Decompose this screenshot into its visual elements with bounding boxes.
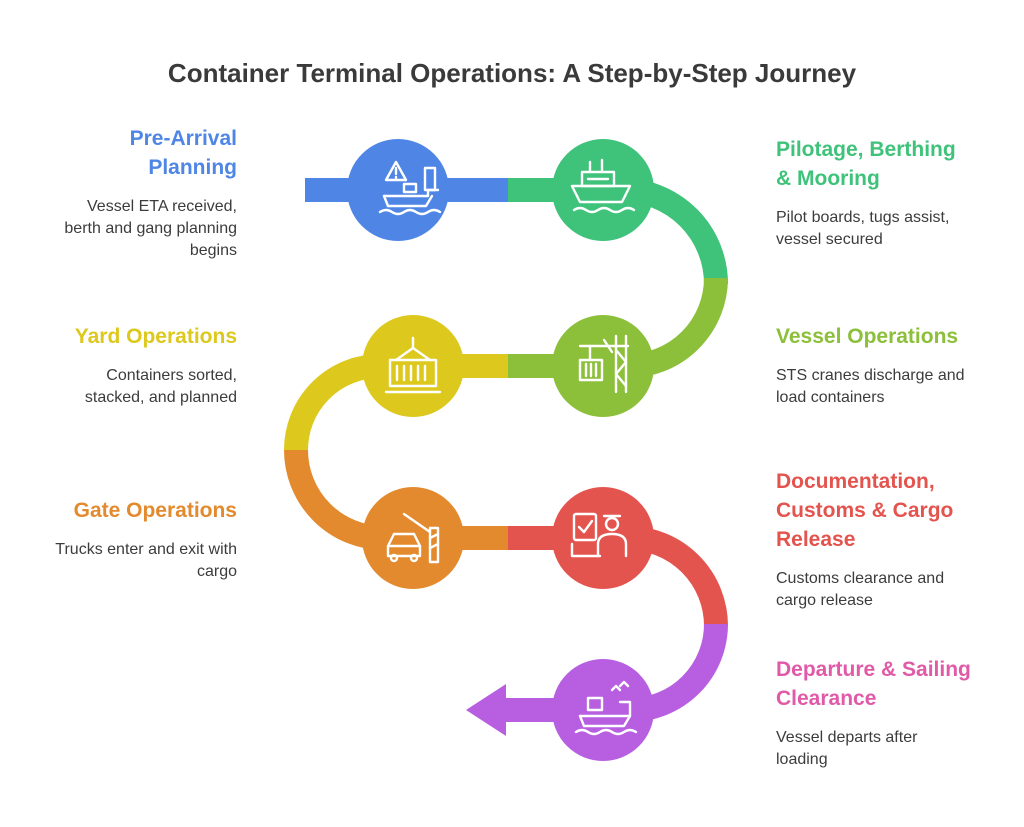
step-vessel-operations: Vessel Operations STS cranes discharge a…	[776, 322, 1016, 409]
step-documentation: Documentation, Customs & Cargo Release C…	[776, 467, 1016, 612]
step-departure: Departure & Sailing Clearance Vessel dep…	[776, 655, 1016, 771]
step-heading: Vessel Operations	[776, 325, 959, 348]
step-description: STS cranes discharge and	[776, 367, 965, 384]
crane-icon	[578, 334, 630, 394]
step-heading: Pilotage, Berthing	[776, 138, 956, 161]
step-description: Containers sorted,	[106, 367, 237, 384]
warning-ship-icon	[378, 160, 442, 216]
step-description: Vessel ETA received,	[87, 198, 237, 215]
step-heading: Release	[776, 528, 856, 551]
step-heading: Departure & Sailing	[776, 658, 971, 681]
container-icon	[384, 336, 442, 394]
step-circle-gate	[362, 487, 464, 589]
step-description: cargo release	[776, 592, 873, 609]
ship-icon	[570, 158, 636, 214]
step-circle-pilotage	[552, 139, 654, 241]
departing-ship-icon	[574, 680, 638, 736]
step-description: Customs clearance and	[776, 570, 945, 587]
step-heading: Clearance	[776, 687, 877, 710]
step-description: Vessel departs after	[776, 729, 918, 746]
step-heading: & Mooring	[776, 167, 880, 190]
step-heading: Planning	[148, 156, 237, 179]
step-yard-operations: Yard Operations Containers sorted, stack…	[7, 322, 237, 409]
step-heading: Gate Operations	[73, 499, 237, 522]
step-description: berth and gang planning	[64, 220, 237, 237]
step-description: vessel secured	[776, 231, 883, 248]
customs-officer-icon	[570, 512, 628, 558]
step-description: stacked, and planned	[84, 389, 237, 406]
step-heading: Customs & Cargo	[776, 499, 954, 522]
step-heading: Yard Operations	[74, 325, 237, 348]
car-gate-icon	[386, 512, 440, 564]
step-gate-operations: Gate Operations Trucks enter and exit wi…	[7, 496, 237, 583]
step-pilotage: Pilotage, Berthing & Mooring Pilot board…	[776, 135, 1016, 251]
step-description: loading	[776, 751, 828, 768]
page-title: Container Terminal Operations: A Step-by…	[167, 58, 857, 88]
step-description: load containers	[776, 389, 885, 406]
step-description: Pilot boards, tugs assist,	[776, 209, 950, 226]
step-pre-arrival: Pre-Arrival Planning Vessel ETA received…	[7, 124, 237, 262]
step-circle-pre-arrival	[347, 139, 449, 241]
step-description: Trucks enter and exit with	[55, 541, 237, 558]
step-heading: Documentation,	[776, 470, 935, 493]
step-description: cargo	[196, 563, 237, 580]
step-heading: Pre-Arrival	[129, 127, 237, 150]
end-arrow-head	[466, 684, 506, 736]
step-circles	[347, 139, 654, 761]
step-circle-yard	[362, 315, 464, 417]
step-circle-customs	[552, 487, 654, 589]
step-description: begins	[189, 242, 237, 259]
